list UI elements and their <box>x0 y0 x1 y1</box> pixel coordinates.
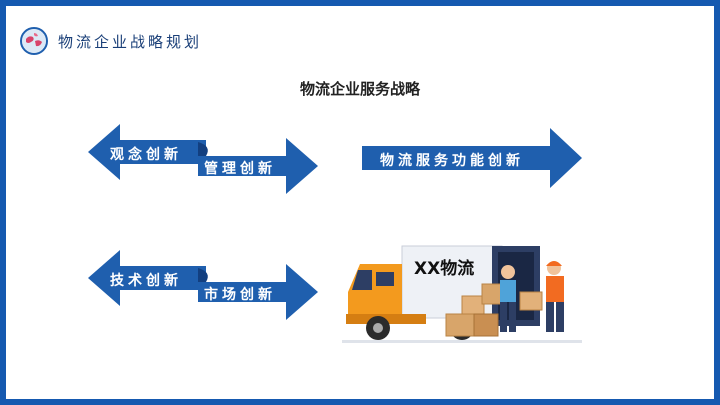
truck-brand-label: XX物流 <box>414 258 474 279</box>
concept-arrow <box>88 124 206 180</box>
technology-innovation-label: 技术创新 <box>110 273 182 289</box>
delivery-truck-illustration: XX物流 <box>342 245 582 343</box>
globe-logo-icon <box>20 27 48 55</box>
ribbon-fold-2 <box>198 268 208 284</box>
slide-frame: 物流企业战略规划 物流企业服务战略 观念创新 管理创新 物流服务功能创新 技术创… <box>6 6 714 399</box>
ribbon-fold-1 <box>198 142 208 158</box>
technology-arrow <box>88 250 206 306</box>
concept-innovation-label: 观念创新 <box>110 147 182 163</box>
management-arrow <box>198 138 318 194</box>
logistics-service-innovation-label: 物流服务功能创新 <box>380 153 524 169</box>
management-innovation-label: 管理创新 <box>204 161 276 177</box>
page-title: 物流企业服务战略 <box>299 80 420 98</box>
arrow-shapes <box>88 124 582 320</box>
header: 物流企业战略规划 <box>20 24 202 58</box>
service-arrow <box>362 128 582 188</box>
market-arrow <box>198 264 318 320</box>
header-title: 物流企业战略规划 <box>58 32 203 51</box>
market-innovation-label: 市场创新 <box>204 287 276 303</box>
